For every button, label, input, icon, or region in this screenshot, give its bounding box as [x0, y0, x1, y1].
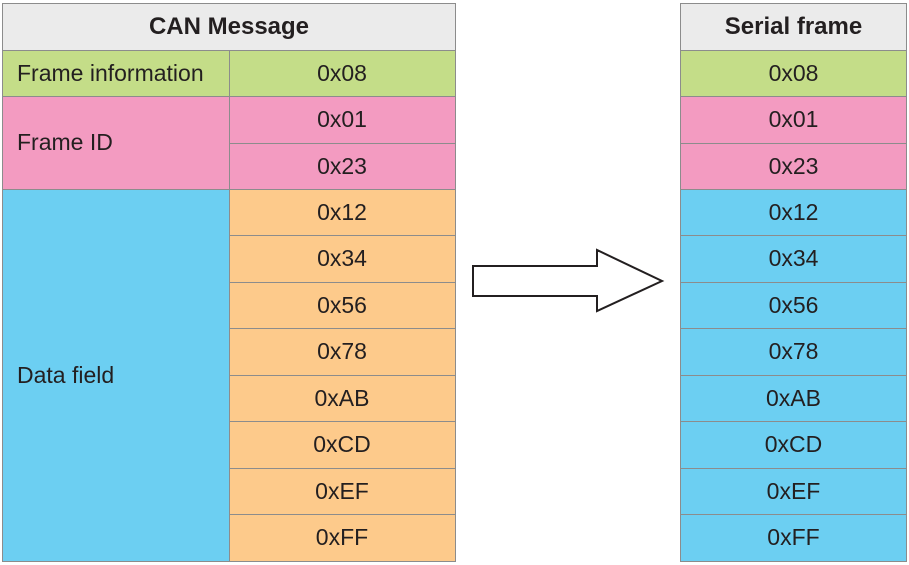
- data-field-value: 0xFF: [229, 514, 455, 561]
- data-field-value: 0xEF: [229, 468, 455, 514]
- row-divider: [680, 514, 907, 515]
- data-field-label: Data field: [3, 189, 229, 561]
- row-divider: [229, 143, 456, 144]
- serial-frame-value: 0x12: [681, 189, 906, 235]
- serial-frame-value: 0x23: [681, 143, 906, 189]
- data-field-value: 0x12: [229, 189, 455, 235]
- frame-information-label: Frame information: [3, 50, 229, 96]
- table-border: [2, 3, 3, 561]
- row-divider: [229, 514, 456, 515]
- row-divider: [2, 50, 456, 51]
- data-field-value: 0x78: [229, 328, 455, 375]
- row-divider: [2, 189, 456, 190]
- table-border: [680, 3, 907, 4]
- serial-frame-value: 0xEF: [681, 468, 906, 514]
- serial-frame-value: 0x08: [681, 50, 906, 96]
- table-border: [680, 561, 907, 562]
- row-divider: [680, 143, 907, 144]
- row-divider: [680, 328, 907, 329]
- serial-frame-value: 0x01: [681, 96, 906, 143]
- table-border: [2, 3, 456, 4]
- row-divider: [229, 282, 456, 283]
- row-divider: [680, 50, 907, 51]
- serial-frame-value: 0xFF: [681, 514, 906, 561]
- frame-information-value: 0x08: [229, 50, 455, 96]
- data-field-value: 0xAB: [229, 375, 455, 421]
- table-border: [2, 561, 456, 562]
- serial-frame-value: 0x56: [681, 282, 906, 328]
- column-divider: [229, 50, 230, 561]
- row-divider: [229, 468, 456, 469]
- serial-frame-value: 0x34: [681, 235, 906, 282]
- can-message-header: CAN Message: [3, 3, 455, 50]
- row-divider: [229, 328, 456, 329]
- row-divider: [680, 468, 907, 469]
- data-field-value: 0x56: [229, 282, 455, 328]
- serial-frame-header: Serial frame: [681, 3, 906, 50]
- row-divider: [680, 375, 907, 376]
- serial-frame-value: 0x78: [681, 328, 906, 375]
- frame-id-label: Frame ID: [3, 96, 229, 189]
- row-divider: [680, 96, 907, 97]
- data-field-value: 0xCD: [229, 421, 455, 468]
- row-divider: [229, 235, 456, 236]
- row-divider: [680, 421, 907, 422]
- row-divider: [229, 421, 456, 422]
- row-divider: [680, 189, 907, 190]
- serial-frame-value: 0xCD: [681, 421, 906, 468]
- row-divider: [680, 282, 907, 283]
- serial-frame-value: 0xAB: [681, 375, 906, 421]
- frame-id-value: 0x01: [229, 96, 455, 143]
- row-divider: [680, 235, 907, 236]
- row-divider: [229, 375, 456, 376]
- data-field-value: 0x34: [229, 235, 455, 282]
- row-divider: [2, 96, 456, 97]
- frame-id-value: 0x23: [229, 143, 455, 189]
